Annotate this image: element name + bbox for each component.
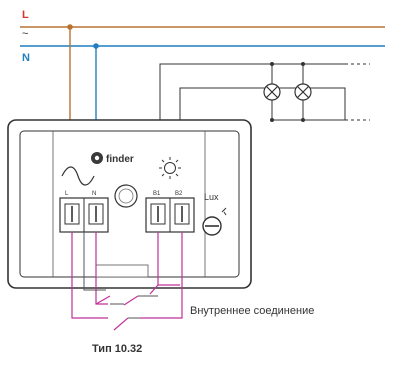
terminal-b2-label: B2 (175, 191, 183, 197)
center-recess-inner (118, 188, 134, 204)
line-label: L (22, 9, 29, 21)
device-bottom-tab (95, 264, 149, 278)
lux-label: Lux (204, 192, 219, 202)
lux-adjust-knob[interactable] (202, 207, 227, 236)
type-caption: Тип 10.32 (92, 343, 142, 355)
connection-wires (71, 232, 183, 331)
neutral-junction-dot (93, 43, 99, 49)
lamp-1-top-dot (270, 62, 274, 66)
ac-wave-icon (61, 166, 95, 186)
terminal-n-label: N (92, 191, 96, 197)
internal-connection-wires (83, 232, 158, 319)
light-sensor-icon (159, 157, 181, 179)
lamp-2-bottom-dot (301, 118, 305, 122)
line-junction-dot (67, 24, 73, 30)
terminal-l-label: L (65, 191, 69, 197)
terminal-b1-label: B1 (153, 191, 161, 197)
neutral-label: N (22, 52, 30, 64)
lamp-2-icon (294, 83, 312, 101)
internal-connection-caption: Внутреннее соединение (190, 305, 314, 317)
lamp-1-bottom-dot (270, 118, 274, 122)
terminal-block-left (59, 197, 109, 233)
terminal-block-right (145, 197, 195, 233)
lamp-2-top-dot (301, 62, 305, 66)
brand-name: finder (106, 154, 134, 165)
finder-logo: finder (91, 152, 134, 165)
lamp-1-icon (263, 83, 281, 101)
ac-symbol: ~ (22, 28, 28, 40)
